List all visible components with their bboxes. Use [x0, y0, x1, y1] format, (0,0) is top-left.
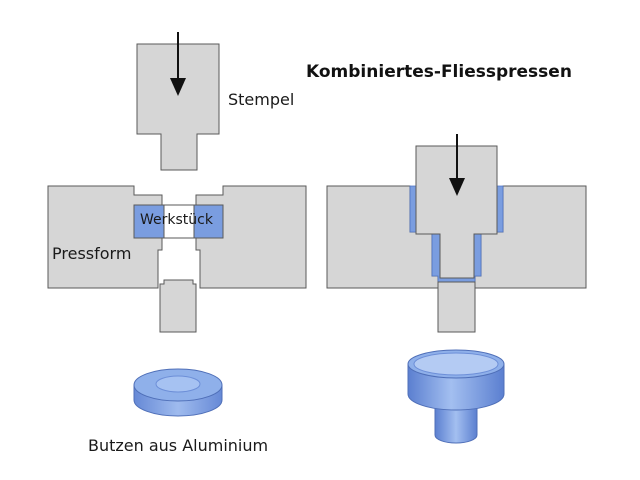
- left-counter-punch: [159, 279, 197, 333]
- right-counter-punch: [437, 281, 476, 333]
- punch-label: Stempel: [228, 90, 295, 109]
- aluminium-slug: [133, 368, 223, 417]
- right-punch-arrow-icon: [449, 134, 465, 196]
- finished-part: [407, 349, 505, 444]
- workpiece-right-part: [193, 204, 224, 239]
- left-punch-arrow-icon: [170, 32, 186, 96]
- die-label: Pressform: [52, 244, 132, 263]
- diagram-title: Kombiniertes-Fliesspressen: [306, 62, 572, 82]
- slug-label: Butzen aus Aluminium: [88, 436, 269, 455]
- right-punch: [415, 145, 498, 279]
- workpiece-label: Werkstück: [140, 212, 213, 228]
- left-punch: [136, 43, 220, 171]
- workpiece-center: [163, 204, 195, 239]
